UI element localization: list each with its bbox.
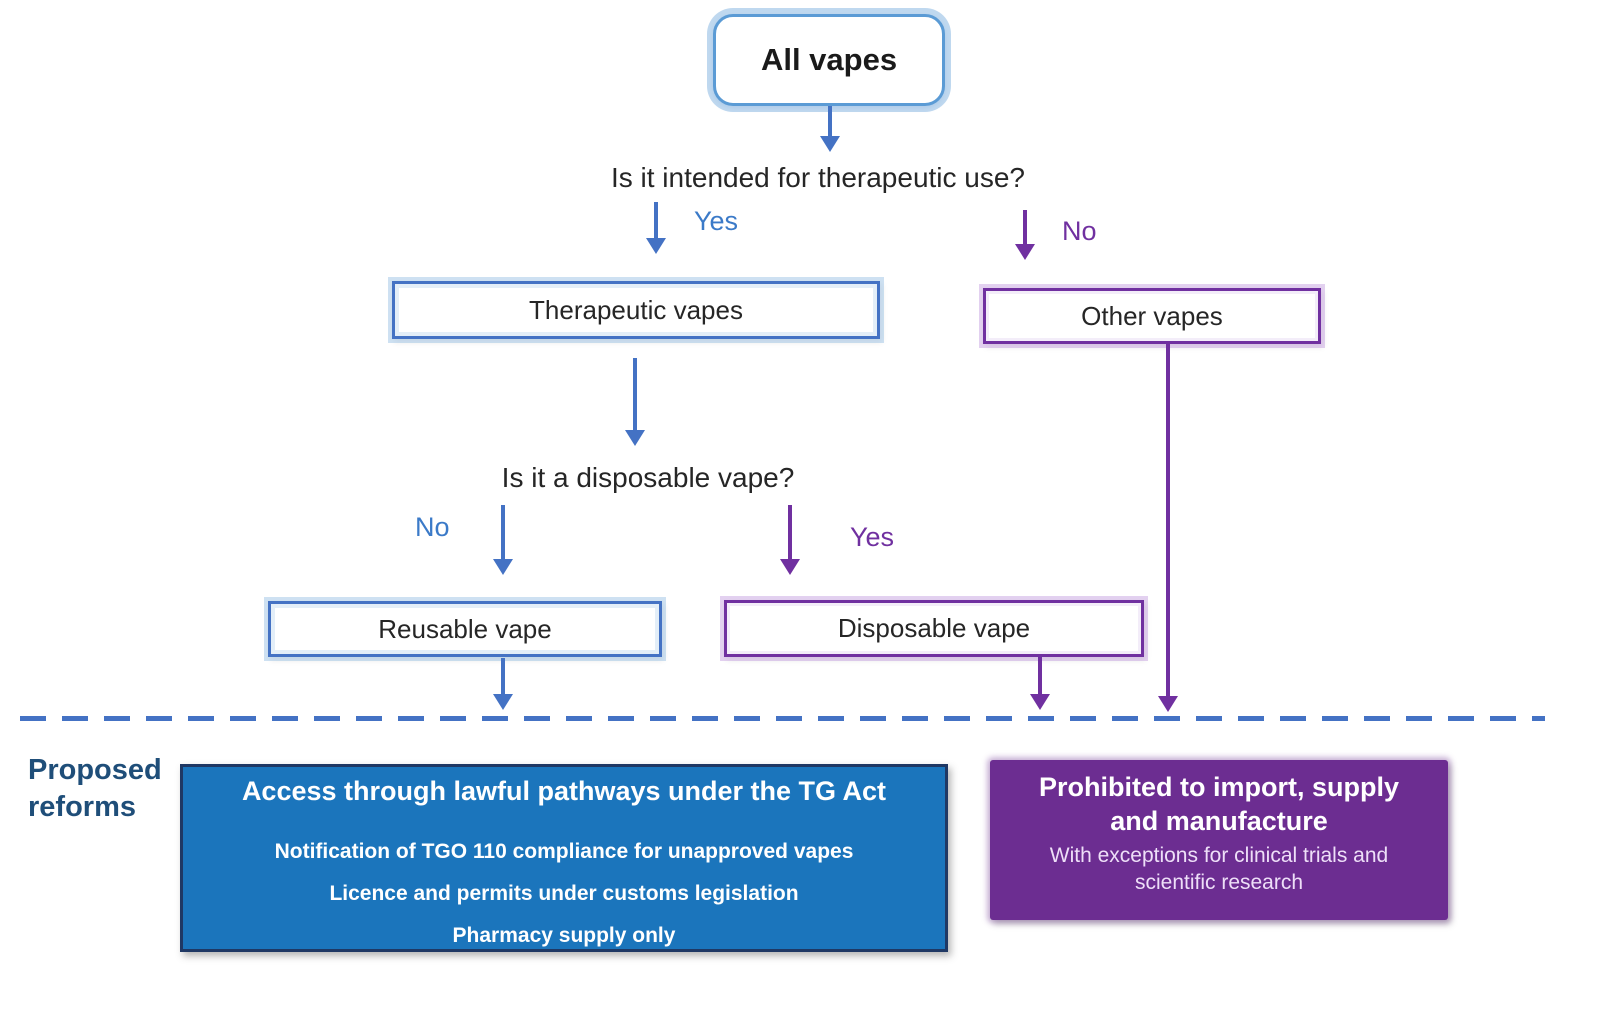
outcome-prohibited-subtitle: With exceptions for clinical trials and … (1049, 844, 1389, 895)
node-other-vapes: Other vapes (983, 288, 1321, 344)
arrow-allvapes-line (828, 106, 832, 138)
outcome-lawful-pathways: Access through lawful pathways under the… (180, 764, 948, 952)
outcome-prohibited-title: Prohibited to import, supply and manufac… (1039, 772, 1399, 837)
arrow-other-down-line (1166, 341, 1170, 698)
arrow-allvapes-head-icon (820, 136, 840, 152)
outcome-lawful-item-2: Licence and permits under customs legisl… (329, 882, 799, 905)
proposed-reforms-divider (20, 716, 1545, 721)
node-all-vapes: All vapes (713, 14, 945, 106)
arrow-q1-yes-line (654, 202, 658, 240)
node-reusable-vape-label: Reusable vape (378, 613, 552, 644)
arrow-therapeutic-q2-line (633, 358, 637, 432)
node-therapeutic-vapes-label: Therapeutic vapes (529, 294, 743, 325)
node-therapeutic-vapes: Therapeutic vapes (392, 281, 880, 339)
outcome-lawful-title: Access through lawful pathways under the… (241, 776, 887, 806)
node-reusable-vape: Reusable vape (268, 601, 662, 657)
arrow-q2-no-line (501, 505, 505, 561)
label-q2-yes: Yes (850, 522, 895, 552)
arrow-reusable-down-line (501, 658, 505, 696)
arrow-disposable-down-head-icon (1030, 694, 1050, 710)
arrow-q2-no-head-icon (493, 559, 513, 575)
node-disposable-vape-label: Disposable vape (837, 613, 1031, 643)
section-label-proposed-reforms: Proposed reforms (28, 754, 162, 824)
arrow-q2-yes-line (788, 505, 792, 561)
label-q1-no: No (1062, 216, 1097, 246)
arrow-q1-no-line (1023, 210, 1027, 246)
question-therapeutic-use: Is it intended for therapeutic use? (610, 162, 1026, 193)
arrow-other-down-head-icon (1158, 696, 1178, 712)
node-other-vapes-label: Other vapes (1081, 300, 1223, 331)
node-disposable-vape: Disposable vape (724, 600, 1144, 657)
question-disposable: Is it a disposable vape? (501, 462, 795, 493)
outcome-prohibited: Prohibited to import, supply and manufac… (990, 760, 1448, 920)
arrow-reusable-down-head-icon (493, 694, 513, 710)
arrow-q1-yes-head-icon (646, 238, 666, 254)
arrow-q1-no-head-icon (1015, 244, 1035, 260)
node-all-vapes-label: All vapes (760, 42, 898, 77)
label-q1-yes: Yes (694, 206, 739, 236)
label-q2-no: No (415, 512, 450, 542)
outcome-lawful-item-1: Notification of TGO 110 compliance for u… (274, 839, 854, 863)
arrow-therapeutic-q2-head-icon (625, 430, 645, 446)
arrow-disposable-down-line (1038, 657, 1042, 696)
arrow-q2-yes-head-icon (780, 559, 800, 575)
outcome-lawful-item-3: Pharmacy supply only (452, 924, 676, 948)
